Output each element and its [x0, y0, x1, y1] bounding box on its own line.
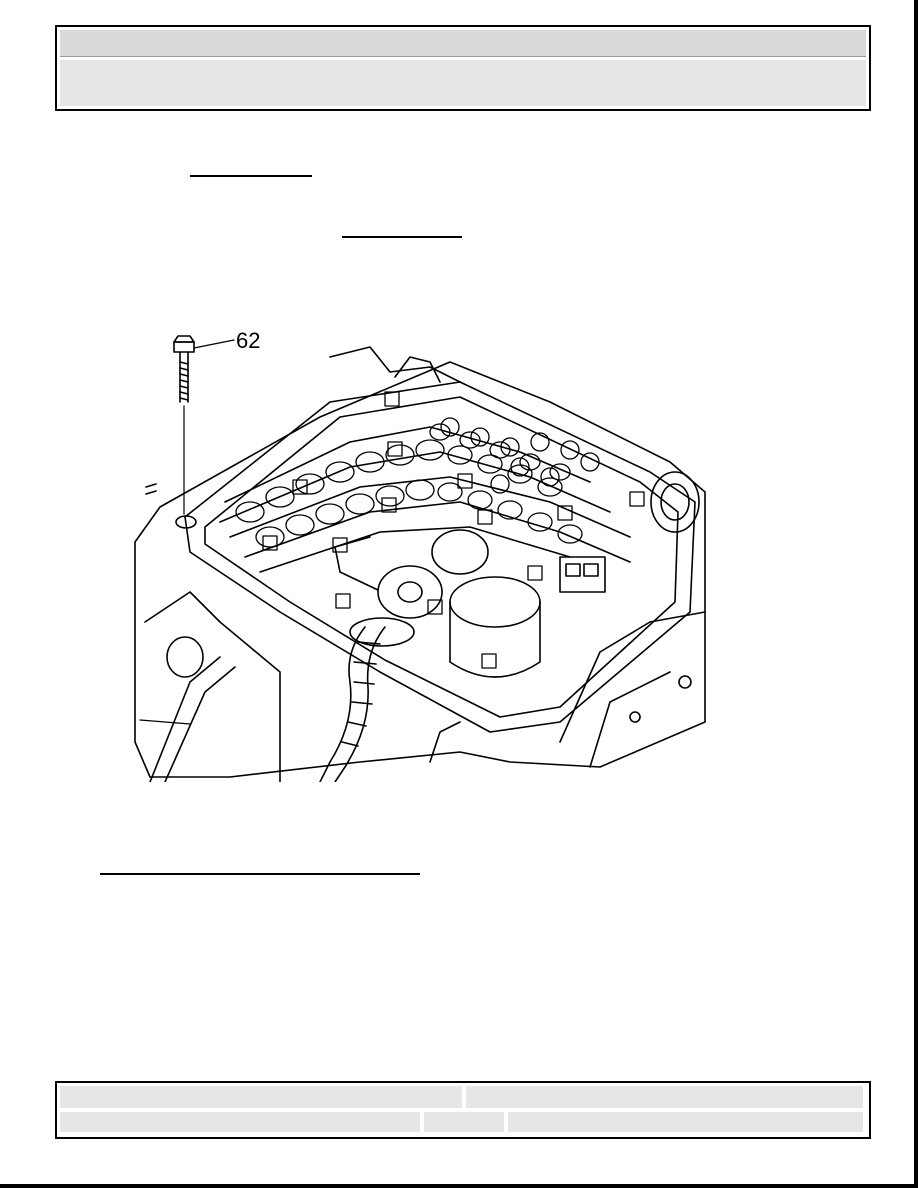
- valve-body-illustration: 62: [130, 322, 710, 782]
- footer-box: [55, 1081, 871, 1139]
- link-underline-3[interactable]: [100, 873, 420, 875]
- footer-right-bottom: [508, 1112, 863, 1132]
- header-box: [55, 25, 871, 111]
- valve-body-drawing: 62: [134, 328, 706, 782]
- footer-right-top: [466, 1086, 863, 1108]
- footer-left-bottom: [60, 1112, 420, 1132]
- footer-left-top: [60, 1086, 462, 1108]
- link-underline-1[interactable]: [190, 175, 312, 177]
- header-subtitle: [60, 60, 866, 106]
- link-underline-2[interactable]: [342, 236, 462, 238]
- callout-62: 62: [236, 328, 260, 353]
- header-title: [60, 30, 866, 57]
- footer-center-bottom: [424, 1112, 504, 1132]
